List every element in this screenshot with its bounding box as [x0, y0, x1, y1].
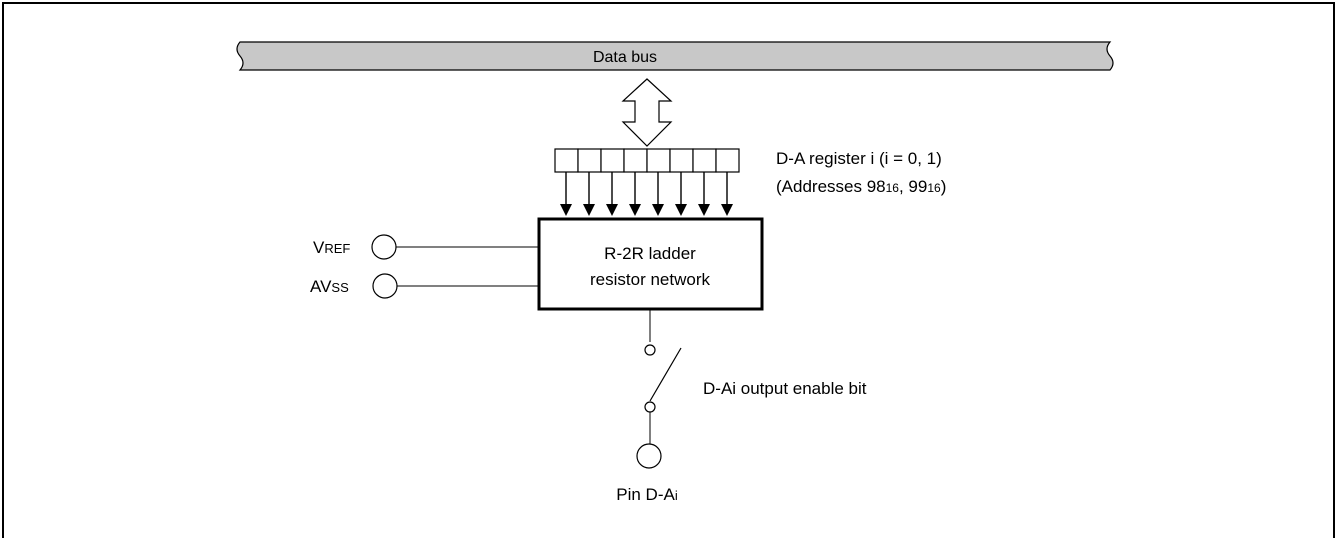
ladder-label-line2: resistor network	[590, 270, 710, 289]
arrow-down-icon	[675, 204, 687, 216]
output-enable-switch	[644, 309, 682, 444]
output-pin-circle	[636, 443, 662, 469]
output-pin: Pin D-Ai	[616, 443, 678, 504]
output-pin-label: Pin D-Ai	[616, 485, 678, 504]
register-bit-cell	[669, 148, 694, 173]
r2r-ladder-block: R-2R ladder resistor network	[537, 217, 764, 311]
register-bit-cell	[600, 148, 625, 173]
switch-bottom-contact	[644, 401, 656, 413]
vref-pin-circle	[371, 234, 397, 260]
register-bit-cell	[623, 148, 648, 173]
register-address-label: (Addresses 9816, 9916)	[776, 177, 946, 196]
vref-label: VREF	[313, 238, 350, 257]
data-bus-shape	[236, 41, 1114, 71]
avss-pin: AVSS	[310, 273, 539, 299]
da-register	[554, 148, 740, 173]
switch-label: D-Ai output enable bit	[703, 379, 867, 398]
register-bit-cell	[554, 148, 579, 173]
data-bus-label: Data bus	[593, 49, 657, 66]
r2r-ladder-box	[537, 217, 764, 311]
avss-label: AVSS	[310, 277, 349, 296]
switch-top-contact	[644, 344, 656, 356]
bidirectional-arrow-icon	[621, 78, 673, 147]
ladder-label-line1: R-2R ladder	[604, 244, 696, 263]
arrow-down-icon	[606, 204, 618, 216]
arrow-down-icon	[698, 204, 710, 216]
switch-lever	[649, 347, 682, 402]
arrow-down-icon	[652, 204, 664, 216]
register-bit-cell	[646, 148, 671, 173]
arrow-down-icon	[629, 204, 641, 216]
register-bit-cell	[692, 148, 717, 173]
bit-arrows	[560, 172, 733, 216]
avss-pin-circle	[372, 273, 398, 299]
register-bit-cell	[715, 148, 740, 173]
arrow-down-icon	[583, 204, 595, 216]
arrow-down-icon	[560, 204, 572, 216]
register-bit-cell	[577, 148, 602, 173]
vref-pin: VREF	[313, 234, 539, 260]
data-bus: Data bus	[236, 41, 1114, 71]
arrow-down-icon	[721, 204, 733, 216]
register-label: D-A register i (i = 0, 1)	[776, 149, 942, 168]
